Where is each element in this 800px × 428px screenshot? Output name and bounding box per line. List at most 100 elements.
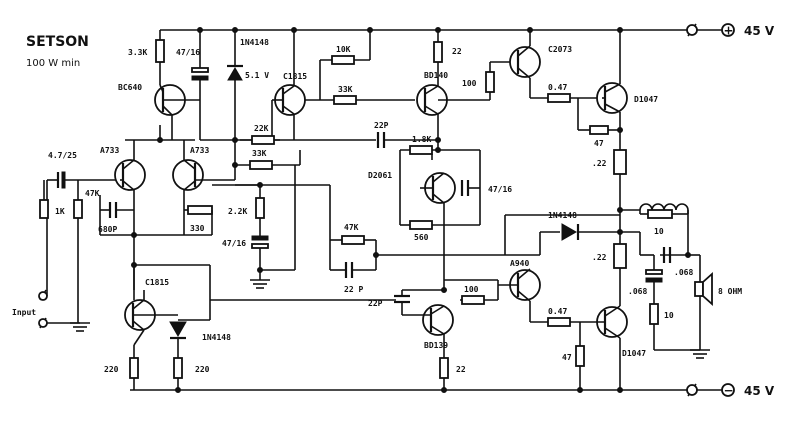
schematic-subtitle: 100 W min (26, 58, 80, 69)
junction-dots (131, 27, 691, 393)
r-22-lower-label: 22 (456, 365, 466, 374)
resistor-33k-a (333, 95, 357, 105)
lower-vas: 22P BD139 22 100 (210, 279, 498, 390)
speaker-label: 8 OHM (718, 287, 742, 296)
positive-rail: + 45 V (160, 23, 775, 38)
plus-sign: + (724, 24, 734, 38)
r-47k-label: 47K (85, 189, 100, 198)
current-source: 3.3K BC640 47/16 (118, 30, 280, 141)
input-resistor-1k (39, 199, 49, 219)
resistor-33k-b (249, 160, 273, 170)
lower-current-source: C1815 1N4148 220 220 (104, 264, 231, 390)
cap-feedback-label: 47/16 (222, 239, 246, 248)
plus-terminal-icon (721, 23, 735, 37)
resistor-560 (409, 220, 433, 230)
cap-068-right-label: .068 (674, 268, 693, 277)
r-22-upper-label: 22 (452, 47, 462, 56)
resistor-2k2 (255, 197, 265, 219)
resistor-22k (251, 135, 275, 145)
resistor-330 (187, 205, 213, 215)
feedback-network: 2.2K 47/16 47K 22 P (222, 165, 540, 294)
resistor-47-lower (575, 345, 585, 367)
schematic-title: SETSON (26, 34, 89, 50)
speaker-icon (694, 281, 704, 297)
cap-22p-lower-label: 22P (368, 299, 383, 308)
resistor-22-upper (433, 41, 443, 63)
q-c1815-label: C1815 (283, 72, 307, 81)
zobel-r-label: 10 (664, 311, 674, 320)
inductor-r-label: 10 (654, 227, 664, 236)
r-047-lower-label: 0.47 (548, 307, 567, 316)
resistor-047-lower (547, 317, 571, 327)
q-a733-left-label: A733 (100, 146, 119, 155)
minus-sign: − (724, 384, 734, 398)
resistor-22-lower (439, 357, 449, 379)
emitter-resistor-lower (613, 243, 627, 269)
zobel-resistor-10 (649, 303, 659, 325)
q-bd140-label: BD140 (424, 71, 448, 80)
r-330-label: 330 (190, 224, 205, 233)
cap-22p-upper-label: 22P (374, 121, 389, 130)
q-a940-label: A940 (510, 259, 529, 268)
resistor-3k3 (155, 39, 165, 63)
q-c2073-label: C2073 (548, 45, 572, 54)
transistor-a733-right (172, 159, 204, 191)
resistor-47-upper (589, 125, 609, 135)
r-47k-feedback-label: 47K (344, 223, 359, 232)
resistor-100-lower (461, 295, 485, 305)
output-stage: 0.47 47 D1047 .22 .22 D1047 0.47 47 (547, 30, 658, 390)
transistor-a733-left (114, 159, 146, 191)
emitter-resistor-upper (613, 149, 627, 175)
zener-value-label: 5.1 V (245, 71, 269, 80)
r-3k3-label: 3.3K (128, 48, 147, 57)
resistor-220-right (173, 357, 183, 379)
r-220-right-label: 220 (195, 365, 210, 374)
input-section: Input 4.7/25 1K 47K (12, 151, 120, 332)
r-047-upper-label: 0.47 (548, 83, 567, 92)
negative-rail-label: 45 V (744, 384, 775, 398)
negative-rail: − 45 V (130, 383, 775, 398)
re-upper-label: .22 (592, 159, 607, 168)
r-100-upper-label: 100 (462, 79, 477, 88)
input-resistor-47k (73, 199, 83, 219)
r-33k-b-label: 33K (252, 149, 267, 158)
q-bd139-label: BD139 (424, 341, 448, 350)
r-2k2-label: 2.2K (228, 207, 247, 216)
r-100-lower-label: 100 (464, 285, 479, 294)
zener-part-label: 1N4148 (240, 38, 269, 47)
input-label: Input (12, 308, 36, 317)
minus-terminal-icon (721, 383, 735, 397)
q-d1047-upper-label: D1047 (634, 95, 658, 104)
r-1k-label: 1K (55, 207, 65, 216)
r-47-upper-label: 47 (594, 139, 604, 148)
r-22k-label: 22K (254, 124, 269, 133)
inductor-resistor-10 (647, 209, 673, 219)
q-bc640-label: BC640 (118, 83, 142, 92)
cap-47-16 (191, 75, 209, 81)
resistor-220-left (129, 357, 139, 379)
cap-bias-label: 47/16 (488, 185, 512, 194)
r-10k-label: 10K (336, 45, 351, 54)
r-220-left-label: 220 (104, 365, 119, 374)
resistor-047-upper (547, 93, 571, 103)
input-terminal-icon (38, 291, 48, 301)
resistor-1k8 (409, 145, 433, 155)
output-network: 10 .068 8 OHM .068 10 (620, 203, 742, 359)
r-1k8-label: 1.8K (412, 135, 431, 144)
resistor-10k (331, 55, 355, 65)
diode-lower-label: 1N4148 (202, 333, 231, 342)
cap-068-left (645, 277, 663, 283)
cap-680p-label: 680P (98, 225, 117, 234)
cap-feedback-47-16 (251, 235, 269, 241)
differential-pair: A733 A733 680P 330 (98, 125, 331, 290)
cap-47-16-label: 47/16 (176, 48, 200, 57)
r-560-label: 560 (414, 233, 429, 242)
cap-22p-feedback-label: 22 P (344, 285, 363, 294)
resistor-47k-feedback (341, 235, 365, 245)
positive-rail-label: 45 V (744, 24, 775, 38)
q-a733-right-label: A733 (190, 146, 209, 155)
cap-068-left-label: .068 (628, 287, 647, 296)
transistor-c2073 (509, 46, 541, 78)
